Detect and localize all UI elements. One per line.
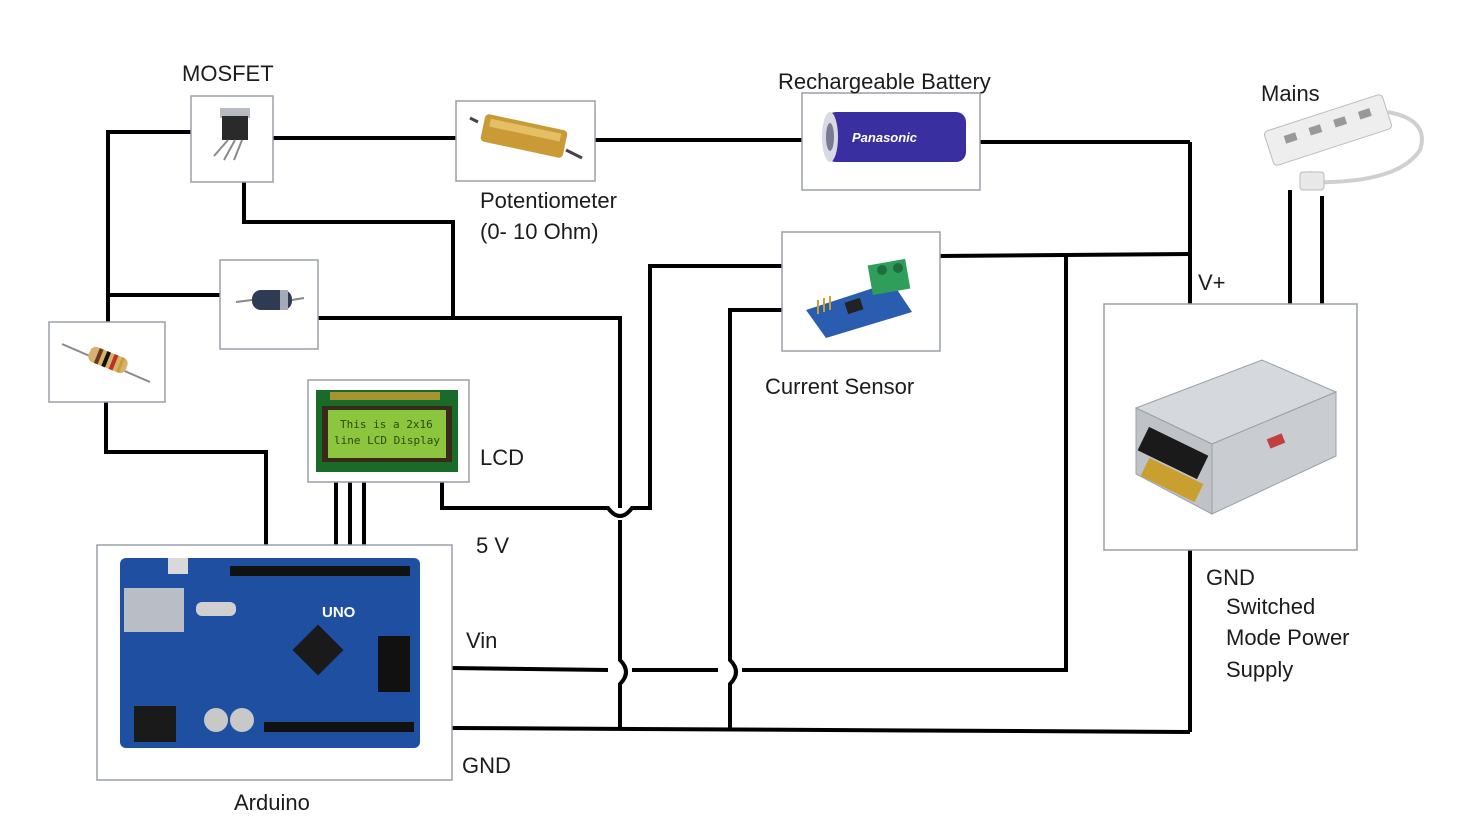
arduino-board-icon: UNO xyxy=(120,558,420,748)
vin-label: Vin xyxy=(466,628,497,653)
wire-resistor-to-arduino xyxy=(106,402,266,545)
resistor-component xyxy=(49,322,165,402)
potentiometer-component xyxy=(456,101,595,181)
arduino-label: Arduino xyxy=(234,790,310,815)
psu-label-line2: Mode Power xyxy=(1226,625,1350,650)
wire-sensor-out xyxy=(730,310,782,728)
wire-vin-left xyxy=(452,668,718,670)
psu-label-line1: Switched xyxy=(1226,594,1315,619)
battery-component: Panasonic xyxy=(802,93,980,190)
current-sensor-component xyxy=(782,232,940,351)
lcd-icon: This is a 2x16 line LCD Display xyxy=(316,390,458,472)
mains-label: Mains xyxy=(1261,81,1320,106)
arduino-gnd-label: GND xyxy=(462,753,511,778)
mosfet-label: MOSFET xyxy=(182,61,274,86)
psu-gnd-label: GND xyxy=(1206,565,1255,590)
mains-component xyxy=(1263,94,1421,190)
potentiometer-label-line1: Potentiometer xyxy=(480,188,617,213)
wire-sensor-to-rail xyxy=(940,254,1190,256)
lcd-screen-line2: line LCD Display xyxy=(334,434,440,447)
lcd-component: This is a 2x16 line LCD Display xyxy=(308,380,469,482)
capacitor-component xyxy=(220,260,318,349)
psu-component xyxy=(1104,304,1357,550)
wire-gnd-bus xyxy=(452,728,1190,732)
mosfet-component xyxy=(191,96,273,182)
battery-brand: Panasonic xyxy=(852,130,918,145)
arduino-component: UNO xyxy=(97,545,452,780)
five-v-label: 5 V xyxy=(476,533,509,558)
battery-label: Rechargeable Battery xyxy=(778,69,991,94)
psu-label-line3: Supply xyxy=(1226,657,1293,682)
potentiometer-label-line2: (0- 10 Ohm) xyxy=(480,219,599,244)
lcd-label: LCD xyxy=(480,445,524,470)
current-sensor-label: Current Sensor xyxy=(765,374,914,399)
power-strip-icon xyxy=(1263,94,1421,190)
current-sensor-box xyxy=(782,232,940,351)
wire-capacitor-to-gnd-b xyxy=(620,520,626,730)
lcd-screen-line1: This is a 2x16 xyxy=(340,418,433,431)
battery-icon: Panasonic xyxy=(822,112,966,162)
v-plus-label: V+ xyxy=(1198,270,1226,295)
arduino-board-text: UNO xyxy=(322,604,356,621)
